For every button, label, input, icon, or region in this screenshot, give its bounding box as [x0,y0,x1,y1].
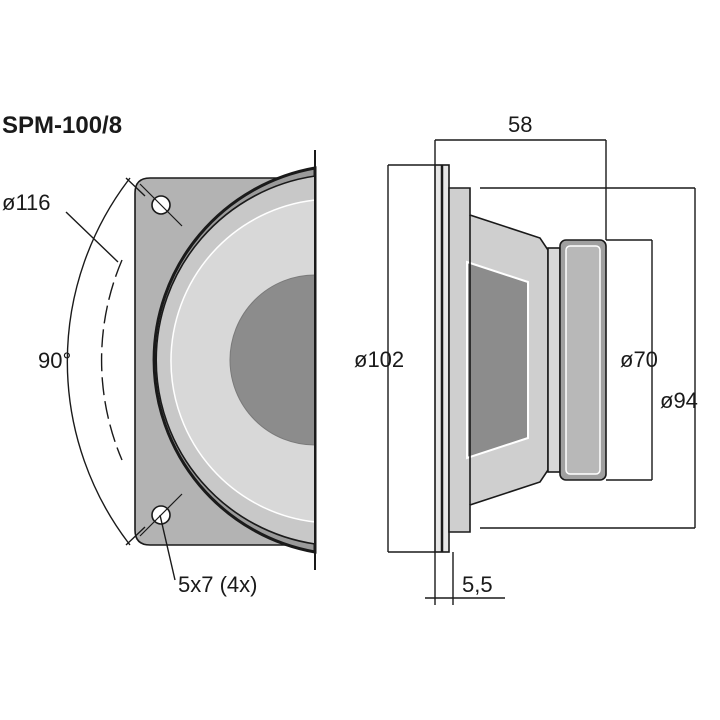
angle-leader-bottom [125,526,146,546]
side-basket-window [466,260,529,460]
front-view: ø116 90° 5x7 (4x) [2,150,317,597]
diameter-leader-2 [125,177,146,197]
angle-arc [66,177,131,546]
hole-circle-arc [100,259,123,461]
holes-leader [159,514,176,581]
front-holes-label: 5x7 (4x) [178,572,257,597]
cutout-diameter-label: ø94 [660,388,698,413]
front-dust-cap [229,274,316,446]
depth-label: 58 [508,112,532,137]
diameter-leader [65,211,119,263]
mounting-hole-top [139,183,183,227]
magnet-diameter-label: ø70 [620,347,658,372]
front-angle-label: 90° [38,348,71,373]
side-view: 58 ø102 ø70 ø94 5,5 [354,112,698,605]
flange-thickness-label: 5,5 [462,572,493,597]
side-back-plate [547,247,561,473]
model-title: SPM-100/8 [2,112,122,139]
outer-diameter-label: ø102 [354,347,404,372]
mounting-hole-bottom [139,493,183,537]
front-diameter-label: ø116 [2,190,51,215]
